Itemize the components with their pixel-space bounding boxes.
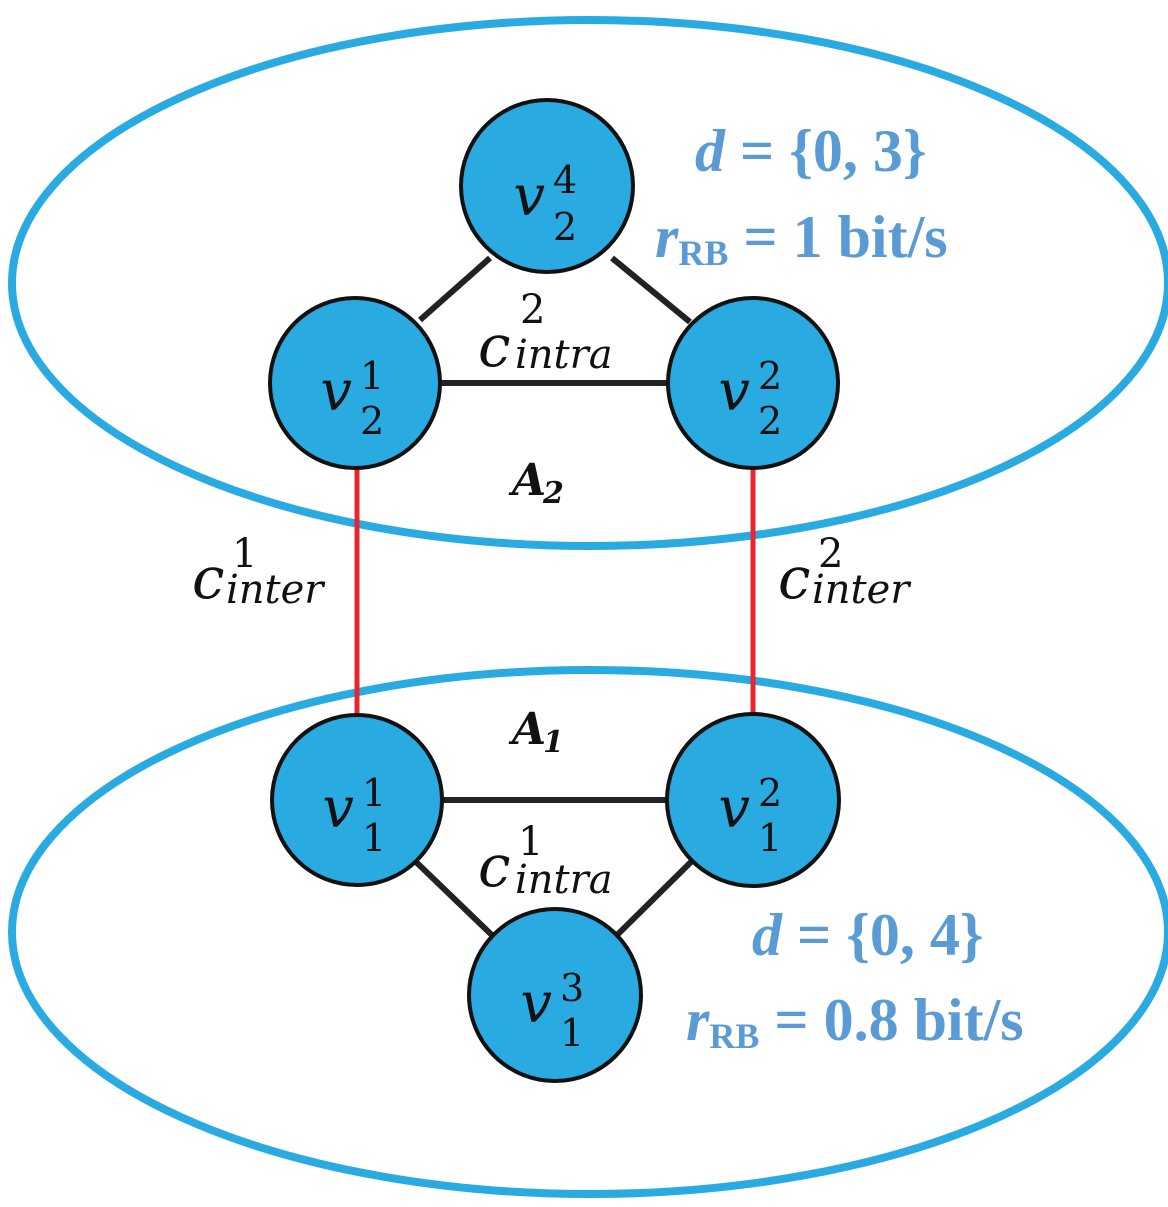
intra-link-a1-v1-v3 <box>411 857 500 943</box>
node-sub: 2 <box>553 205 577 249</box>
node-var: v <box>513 164 545 229</box>
cap-main: c <box>192 544 224 612</box>
node-v1-2: v 2 1 <box>665 712 841 888</box>
node-sub: 2 <box>758 399 782 443</box>
area-1-label: A 1 <box>508 704 564 760</box>
annotation-bottom-r: rRB = 0.8 bit/s <box>686 987 1024 1056</box>
area-letter: A <box>508 704 546 755</box>
node-sup: 1 <box>360 354 384 398</box>
area-2-label: A 2 <box>508 455 564 511</box>
cap-main: c <box>478 832 510 900</box>
node-var: v <box>320 359 352 424</box>
node-sup: 2 <box>758 354 782 398</box>
node-sup: 4 <box>553 158 577 202</box>
area-letter: A <box>508 455 546 506</box>
annotation-var: d <box>752 902 783 968</box>
node-sub: 1 <box>560 1011 584 1055</box>
intra-link-a2-v4-v1 <box>418 255 492 323</box>
annotation-value: = {0, 4} <box>782 902 983 968</box>
annotation-var: d <box>695 118 726 184</box>
annotation-var: r <box>686 987 710 1053</box>
cap-sup: 1 <box>518 819 543 865</box>
node-v2-4: v 4 2 <box>459 98 635 274</box>
node-sup: 3 <box>560 966 584 1010</box>
annotation-top-r: rRB = 1 bit/s <box>655 204 948 273</box>
node-var: v <box>718 359 750 424</box>
cap-main: c <box>478 312 510 380</box>
annotation-var: r <box>655 204 679 270</box>
area-2-ellipse <box>8 16 1168 550</box>
node-sup: 1 <box>362 771 386 815</box>
node-sup: 2 <box>758 771 782 815</box>
node-var: v <box>520 971 552 1036</box>
cap-sub: inter <box>812 567 912 613</box>
node-var: v <box>718 776 750 841</box>
cap-main: c <box>778 544 810 612</box>
node-v2-1: v 1 2 <box>268 296 442 470</box>
cap-sup: 2 <box>520 287 545 333</box>
cap-sup: 1 <box>232 531 257 577</box>
node-v1-3: v 3 1 <box>467 907 643 1083</box>
area-1-ellipse <box>8 666 1168 1198</box>
node-v1-1: v 1 1 <box>270 713 444 887</box>
cap-sub: intra <box>515 857 613 903</box>
capacity-intra-1: c 1 intra <box>478 819 613 903</box>
capacity-inter-1: c 1 inter <box>192 531 326 613</box>
annotation-bottom-d: d = {0, 4} <box>752 902 983 968</box>
annotation-value: = 0.8 bit/s <box>759 987 1023 1053</box>
node-var: v <box>322 776 354 841</box>
node-sub: 1 <box>362 816 386 860</box>
annotation-value: = {0, 3} <box>725 118 926 184</box>
node-sub: 1 <box>758 816 782 860</box>
area-index: 1 <box>543 725 564 760</box>
intra-link-a2-v4-v2 <box>610 255 692 325</box>
cap-sup: 2 <box>818 531 843 577</box>
annotation-value: = 1 bit/s <box>728 204 947 270</box>
cap-sub: inter <box>226 567 326 613</box>
intra-link-a1-v2-v3 <box>609 857 696 943</box>
capacity-intra-2: c 2 intra <box>478 287 613 380</box>
node-sub: 2 <box>360 399 384 443</box>
annotation-sub: RB <box>709 1016 759 1056</box>
node-v2-2: v 2 2 <box>666 296 840 470</box>
capacity-inter-2: c 2 inter <box>778 531 912 613</box>
annotation-sub: RB <box>678 233 728 273</box>
cap-sub: intra <box>515 332 613 378</box>
area-index: 2 <box>542 476 564 511</box>
annotation-top-d: d = {0, 3} <box>695 118 926 184</box>
